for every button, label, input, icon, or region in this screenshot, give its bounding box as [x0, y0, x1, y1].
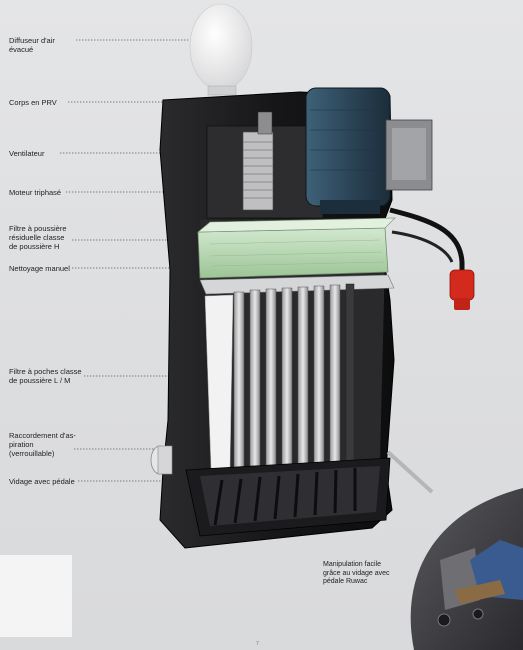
blank-panel — [0, 555, 72, 637]
label-air-diffuser: Diffuseur d'air évacué — [9, 36, 55, 54]
three-phase-motor — [305, 87, 433, 214]
label-housing: Corps en PRV — [9, 98, 57, 107]
pocket-filters — [233, 283, 355, 471]
suction-inlet — [150, 445, 173, 475]
label-pocket-filter: Filtre à poches classe de poussière L / … — [9, 367, 82, 385]
fan — [242, 111, 274, 211]
label-suction-connection: Raccordement d'as- piration (verrouillab… — [9, 431, 76, 458]
power-cable — [389, 207, 465, 272]
pedal-rod — [386, 450, 434, 494]
inset-caption: Manipulation facile grâce au vidage avec… — [323, 561, 390, 585]
pedal-inset-photo — [410, 488, 523, 650]
label-manual-cleaning: Nettoyage manuel — [9, 264, 70, 273]
page-number: 7 — [256, 641, 259, 647]
h-class-filter — [197, 217, 396, 279]
label-motor: Moteur triphasé — [9, 188, 62, 197]
air-diffuser — [189, 3, 253, 96]
label-h-filter: Filtre à poussière résiduelle classe de … — [9, 224, 67, 251]
label-pedal-emptying: Vidage avec pédale — [9, 477, 75, 486]
red-plug — [449, 269, 475, 310]
collection-bin — [185, 457, 391, 537]
cleaning-plate — [199, 274, 395, 295]
label-fan: Ventilateur — [9, 149, 45, 158]
